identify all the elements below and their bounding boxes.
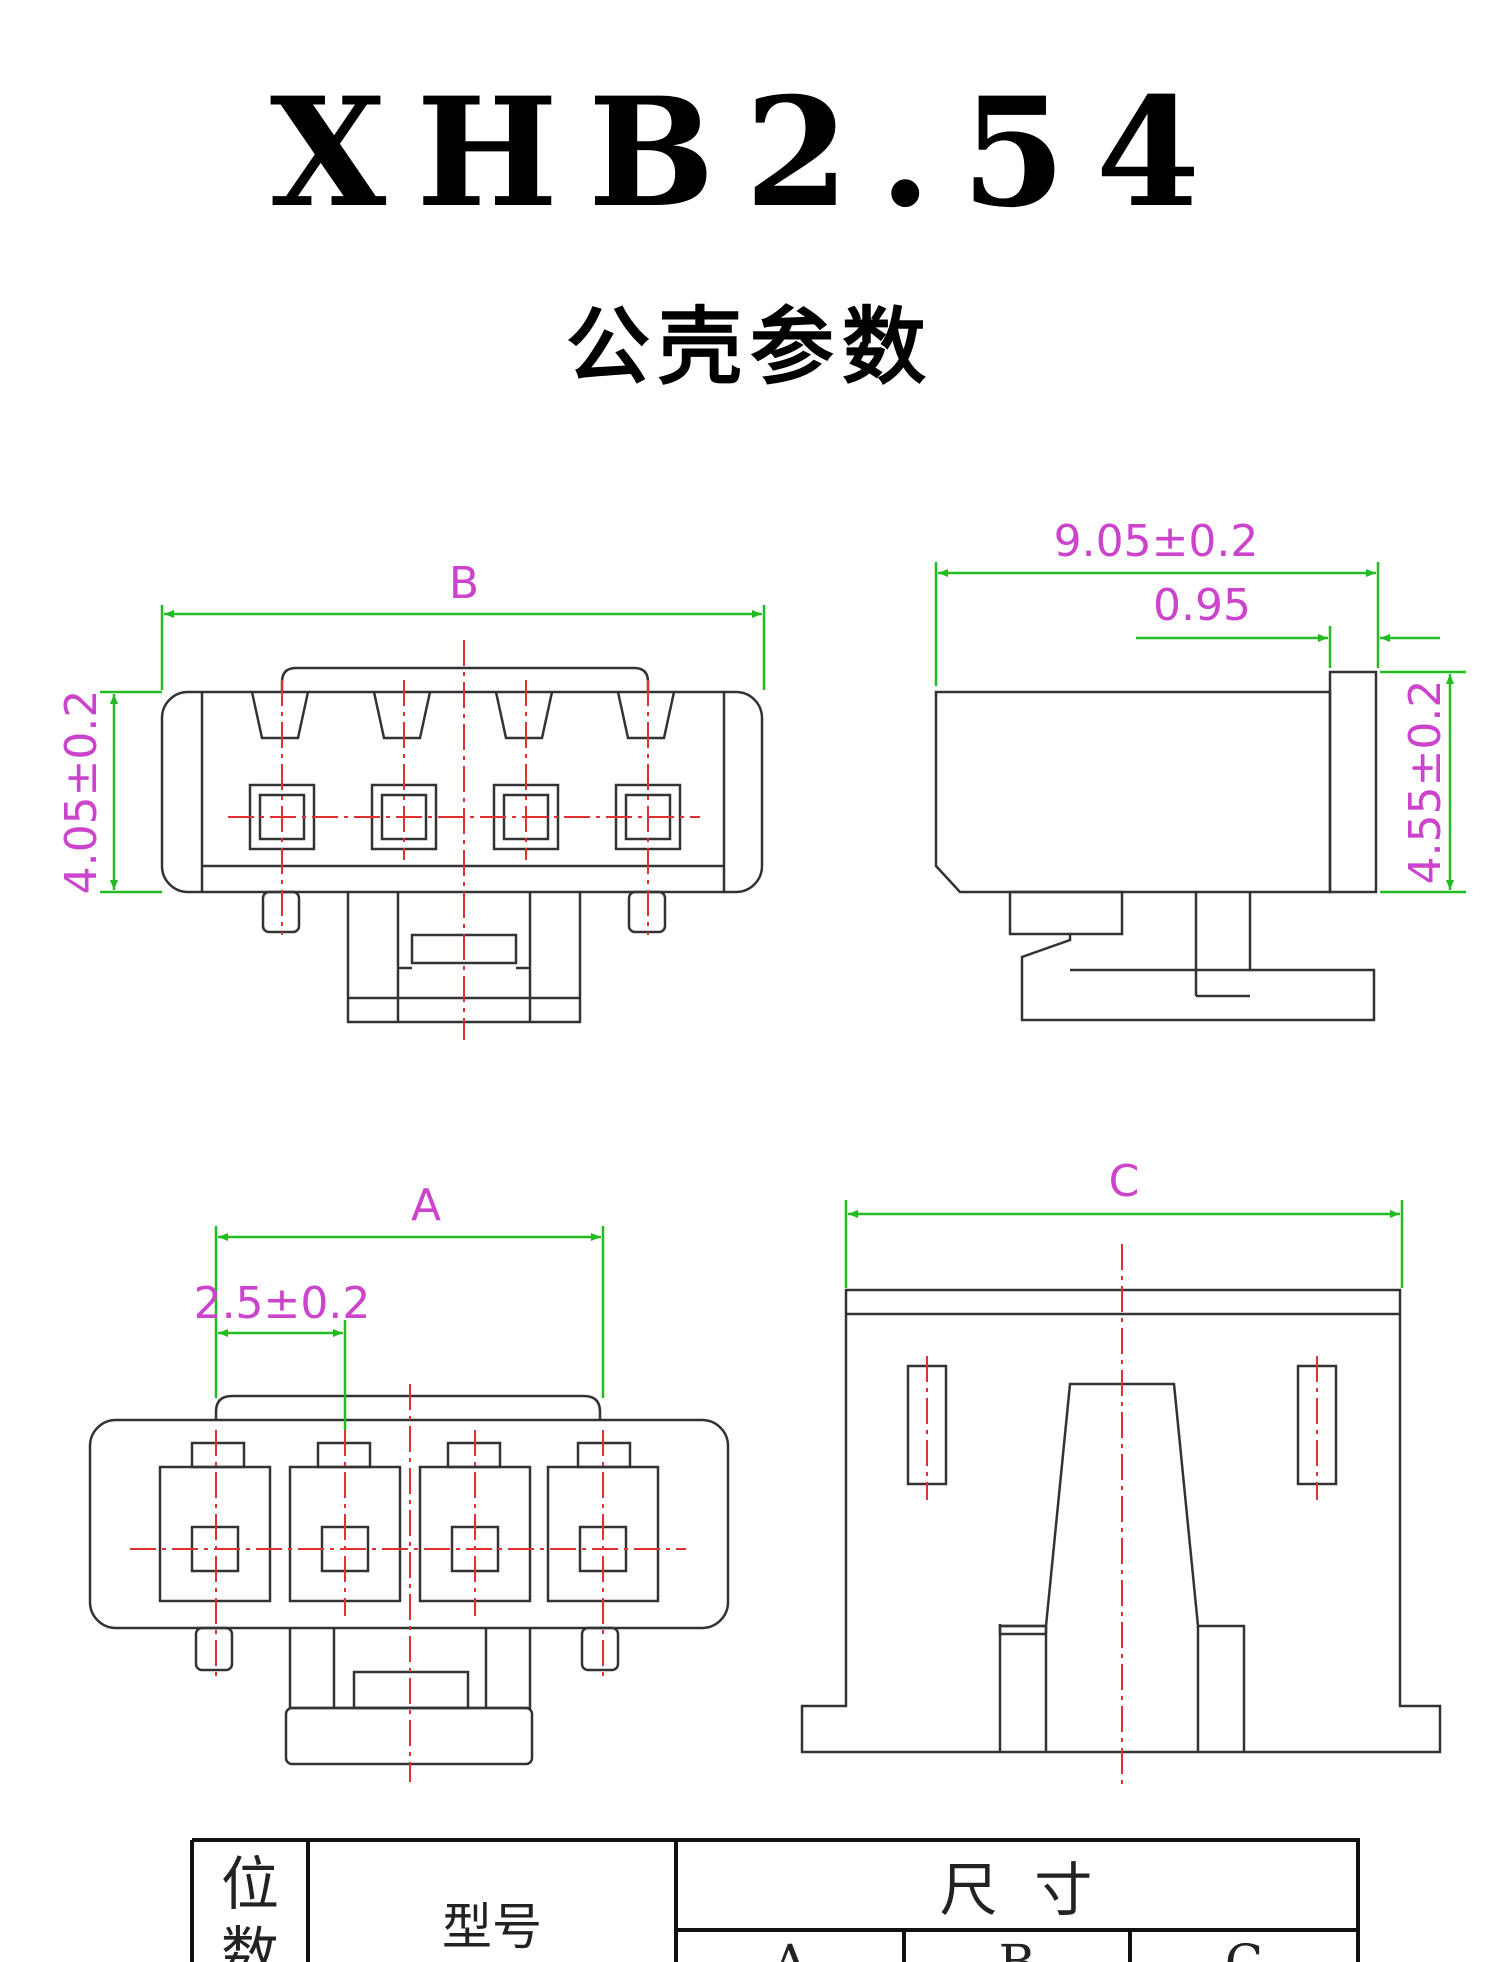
front-body-outline bbox=[160, 690, 764, 894]
side-flange bbox=[1328, 670, 1378, 894]
dimension-a-label: A bbox=[411, 1180, 441, 1231]
dimension-height-front: 4.05±0.2 bbox=[56, 690, 107, 895]
dimension-pitch: 2.5±0.2 bbox=[194, 1278, 371, 1329]
top-body-outline bbox=[800, 1288, 1442, 1754]
page-subtitle: 公壳参数 bbox=[565, 298, 934, 396]
rear-right-peg bbox=[580, 1626, 620, 1672]
dimension-b-label: B bbox=[449, 558, 479, 609]
rear-centerlines bbox=[130, 1384, 686, 1782]
top-left-slot bbox=[906, 1364, 948, 1486]
table-header-positions: 位数 bbox=[221, 1850, 279, 1962]
page-title: XHB2.54 bbox=[269, 65, 1231, 241]
top-dimensions bbox=[844, 1200, 1404, 1288]
front-top-hood bbox=[280, 666, 650, 692]
table-subheader-c: C bbox=[1225, 1934, 1263, 1962]
front-slots bbox=[250, 691, 676, 740]
top-centerlines bbox=[926, 1244, 1318, 1790]
dimension-c-label: C bbox=[1109, 1156, 1140, 1207]
side-dimensions bbox=[934, 562, 1466, 894]
dimension-height-side: 4.55±0.2 bbox=[1400, 680, 1451, 885]
rear-top-hood bbox=[214, 1394, 602, 1420]
table-header-model: 型号 bbox=[442, 1898, 542, 1956]
table-header-size: 尺 寸 bbox=[940, 1856, 1093, 1924]
front-dimensions bbox=[100, 605, 766, 894]
side-body-outline bbox=[934, 690, 1332, 894]
front-centerlines bbox=[228, 640, 700, 1040]
dimension-flange-side: 0.95 bbox=[1153, 580, 1251, 631]
spec-table bbox=[190, 1838, 1360, 1962]
side-view bbox=[934, 670, 1378, 1022]
side-latch-block bbox=[1008, 890, 1124, 936]
rear-left-peg bbox=[194, 1626, 234, 1672]
top-right-slot bbox=[1296, 1364, 1338, 1486]
front-view bbox=[160, 666, 764, 1024]
side-latch-base bbox=[1020, 892, 1376, 1022]
table-subheader-b: B bbox=[999, 1934, 1036, 1962]
dimension-depth-side: 9.05±0.2 bbox=[1054, 516, 1259, 567]
table-subheader-a: A bbox=[771, 1934, 809, 1962]
rear-dimensions bbox=[214, 1226, 605, 1430]
